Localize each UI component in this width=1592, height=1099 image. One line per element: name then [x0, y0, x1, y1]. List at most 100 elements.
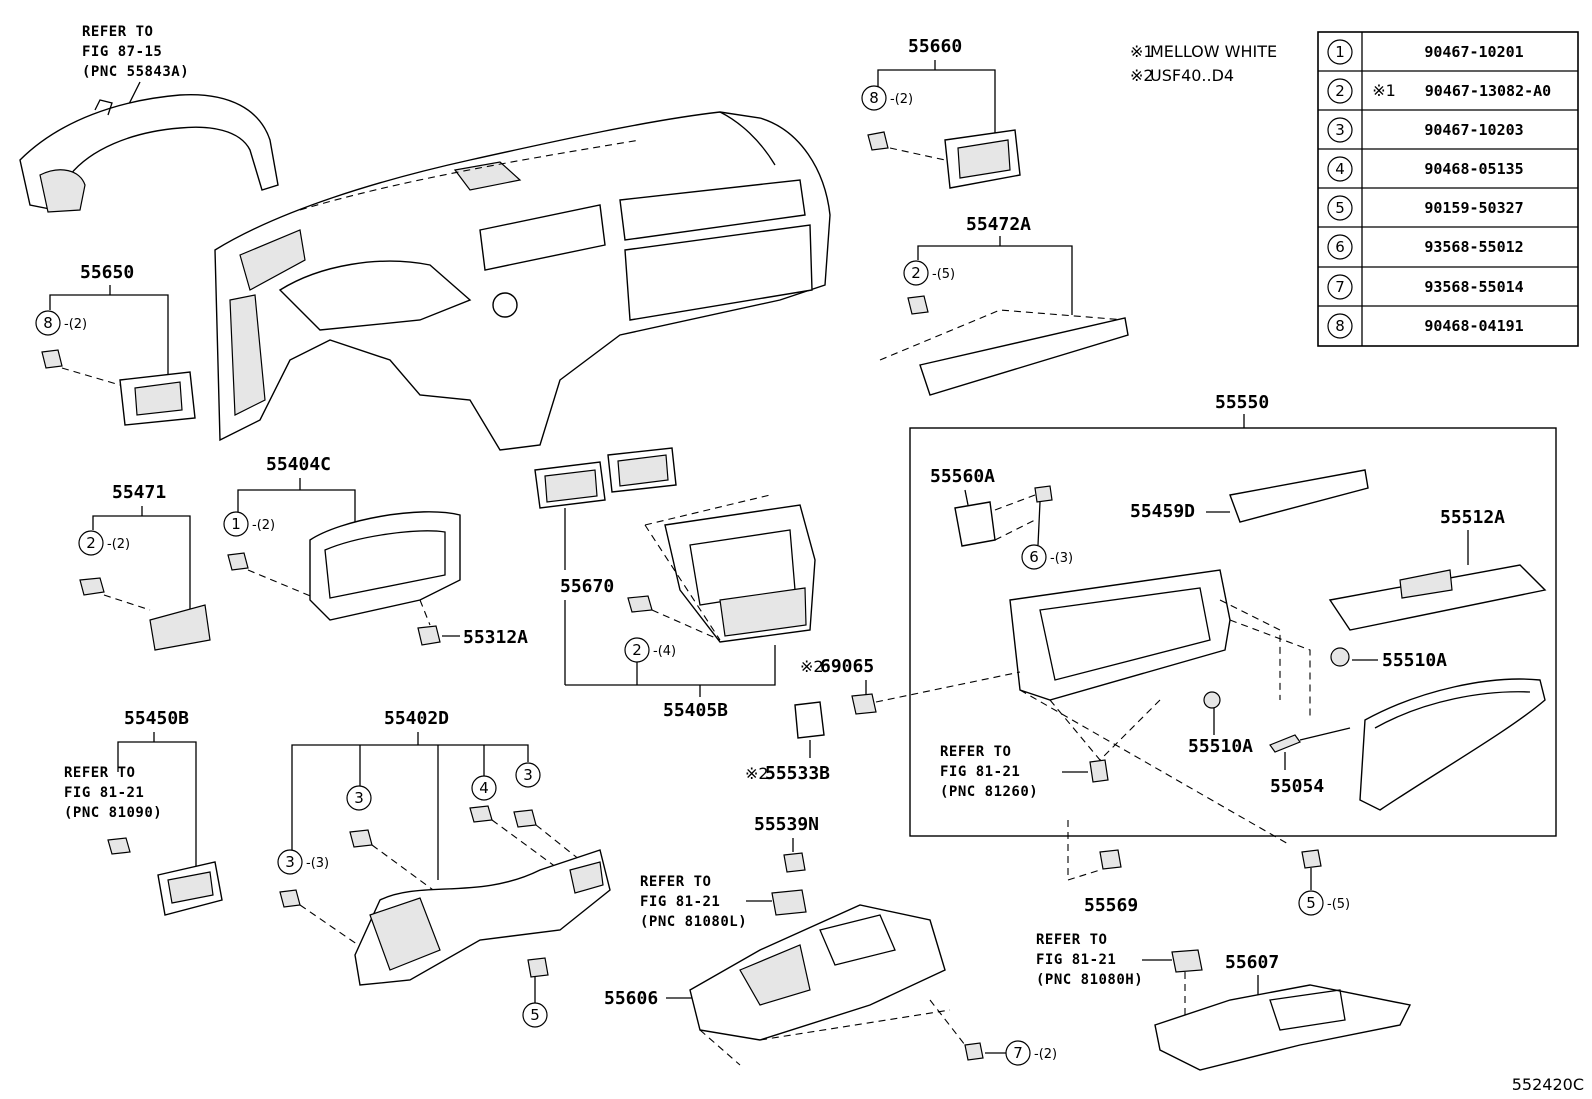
- part-label-55402D: 55402D: [384, 708, 449, 729]
- glove-box-housing-shape: [1009, 569, 1311, 761]
- part-label-55459D: 55459D: [1130, 501, 1195, 522]
- part-55650-group: 55650 8 -(2): [35, 262, 196, 426]
- table-row: 1 90467-10201: [1327, 39, 1524, 65]
- part-label-55550: 55550: [1215, 392, 1269, 413]
- legend-notes: ※1 MELLOW WHITE ※2 USF40..D4: [1130, 42, 1277, 85]
- part-55472A-group: 55472A 2 -(5): [879, 214, 1129, 396]
- part-label-55512A: 55512A: [1440, 507, 1505, 528]
- part-55533B-group: ※2 55533B: [745, 701, 830, 784]
- part-55607-group: 55607: [1154, 952, 1412, 1071]
- note-mark: ※2: [745, 764, 769, 783]
- part-label-55533B: 55533B: [765, 763, 830, 784]
- part-label-55404C: 55404C: [266, 454, 331, 475]
- air-duct-shape: [19, 93, 279, 213]
- part-label-55569: 55569: [1084, 895, 1138, 916]
- ref-line: REFER TO: [82, 24, 153, 40]
- callout-qty: -(3): [306, 856, 329, 871]
- part-label-55670: 55670: [560, 576, 614, 597]
- callout-qty: -(4): [653, 644, 676, 659]
- table-row: 7 93568-55014: [1327, 274, 1524, 300]
- part-label-55650: 55650: [80, 262, 134, 283]
- callout-number: 3: [354, 789, 364, 807]
- diagram-code: 552420C: [1512, 1075, 1584, 1094]
- callout-number: 6: [1029, 548, 1039, 566]
- part-label-55472A: 55472A: [966, 214, 1031, 235]
- note-mark-2: ※2: [1130, 66, 1154, 85]
- ref-line: (PNC 55843A): [82, 64, 189, 80]
- callout-number: 2: [632, 641, 642, 659]
- callout-number: 7: [1013, 1044, 1023, 1062]
- part-number: 93568-55014: [1424, 278, 1523, 296]
- row-note-mark: ※1: [1372, 81, 1396, 100]
- part-55606-group: 55606 7 -(2): [604, 904, 1057, 1066]
- callout-qty: -(2): [1034, 1047, 1057, 1062]
- part-label-55560A: 55560A: [930, 466, 995, 487]
- part-55569-group: 55569 5 -(5): [1019, 689, 1350, 916]
- part-number: 90468-05135: [1424, 160, 1523, 178]
- ref-fig-81-21-81080H: REFER TO FIG 81-21 (PNC 81080H): [1036, 932, 1203, 1020]
- callout-qty: -(2): [64, 317, 87, 332]
- ref-line: FIG 81-21: [640, 894, 720, 910]
- ref-line: (PNC 81090): [64, 805, 162, 821]
- part-label-55606: 55606: [604, 988, 658, 1009]
- part-label-55450B: 55450B: [124, 708, 189, 729]
- ref-line: FIG 81-21: [1036, 952, 1116, 968]
- part-55510A-group: 55510A 55510A: [1188, 647, 1447, 757]
- callout-number: 8: [869, 89, 879, 107]
- table-row: 6 93568-55012: [1327, 234, 1524, 260]
- part-55539N-group: 55539N: [754, 814, 819, 873]
- part-number: 93568-55012: [1424, 238, 1523, 256]
- row-number: 7: [1335, 278, 1345, 296]
- callout-number: 5: [530, 1006, 540, 1024]
- part-label-55510A: 55510A: [1188, 736, 1253, 757]
- row-number: 5: [1335, 199, 1345, 217]
- callout-number: 5: [1306, 894, 1316, 912]
- part-55450B-group: 55450B REFER TO FIG 81-21 (PNC 81090): [64, 708, 223, 916]
- callout-number: 2: [86, 534, 96, 552]
- table-row: 4 90468-05135: [1327, 156, 1524, 182]
- callout-number: 8: [43, 314, 53, 332]
- ref-line: REFER TO: [1036, 932, 1107, 948]
- callout-number: 3: [285, 853, 295, 871]
- row-number: 1: [1335, 43, 1345, 61]
- row-number: 2: [1335, 82, 1345, 100]
- part-55660-group: 55660 8 -(2): [861, 36, 1021, 189]
- table-row: 5 90159-50327: [1327, 195, 1524, 221]
- part-number: 90467-10201: [1424, 43, 1523, 61]
- part-55512A-group: 55512A: [1328, 507, 1547, 631]
- part-number: 90467-10203: [1424, 121, 1523, 139]
- part-number: 90467-13082-A0: [1425, 82, 1551, 100]
- part-55560A-group: 55560A 6 -(3): [930, 466, 1073, 570]
- part-55471-group: 55471 2 -(2): [78, 482, 211, 651]
- callout-qty: -(5): [1327, 897, 1350, 912]
- ref-line: (PNC 81260): [940, 784, 1038, 800]
- part-label-55510A: 55510A: [1382, 650, 1447, 671]
- part-label-55405B: 55405B: [663, 700, 728, 721]
- ref-line: (PNC 81080H): [1036, 972, 1143, 988]
- callout-qty: -(2): [890, 92, 913, 107]
- ref-line: REFER TO: [940, 744, 1011, 760]
- ref-line: (PNC 81080L): [640, 914, 747, 930]
- note-mark: ※2: [800, 657, 824, 676]
- part-label-55607: 55607: [1225, 952, 1279, 973]
- callout-qty: -(2): [252, 518, 275, 533]
- table-row: 3 90467-10203: [1327, 117, 1524, 143]
- part-label-55539N: 55539N: [754, 814, 819, 835]
- ref-line: FIG 81-21: [940, 764, 1020, 780]
- glove-box-door-shape: [1359, 678, 1546, 811]
- part-label-55312A: 55312A: [463, 627, 528, 648]
- table-row: 2 ※1 90467-13082-A0: [1327, 78, 1551, 104]
- part-55312A-group: 55312A: [417, 625, 528, 648]
- part-label-69065: 69065: [820, 656, 874, 677]
- row-number: 4: [1335, 160, 1345, 178]
- row-number: 3: [1335, 121, 1345, 139]
- ref-fig-81-21-81260: REFER TO FIG 81-21 (PNC 81260): [940, 744, 1109, 800]
- callout-qty: -(5): [932, 267, 955, 282]
- callout-number: 1: [231, 515, 241, 533]
- instrument-panel-shape: [214, 111, 831, 451]
- callout-number: 4: [479, 779, 489, 797]
- part-69065-group: ※2 69065: [800, 656, 1021, 715]
- row-number: 6: [1335, 238, 1345, 256]
- ref-line: REFER TO: [64, 765, 135, 781]
